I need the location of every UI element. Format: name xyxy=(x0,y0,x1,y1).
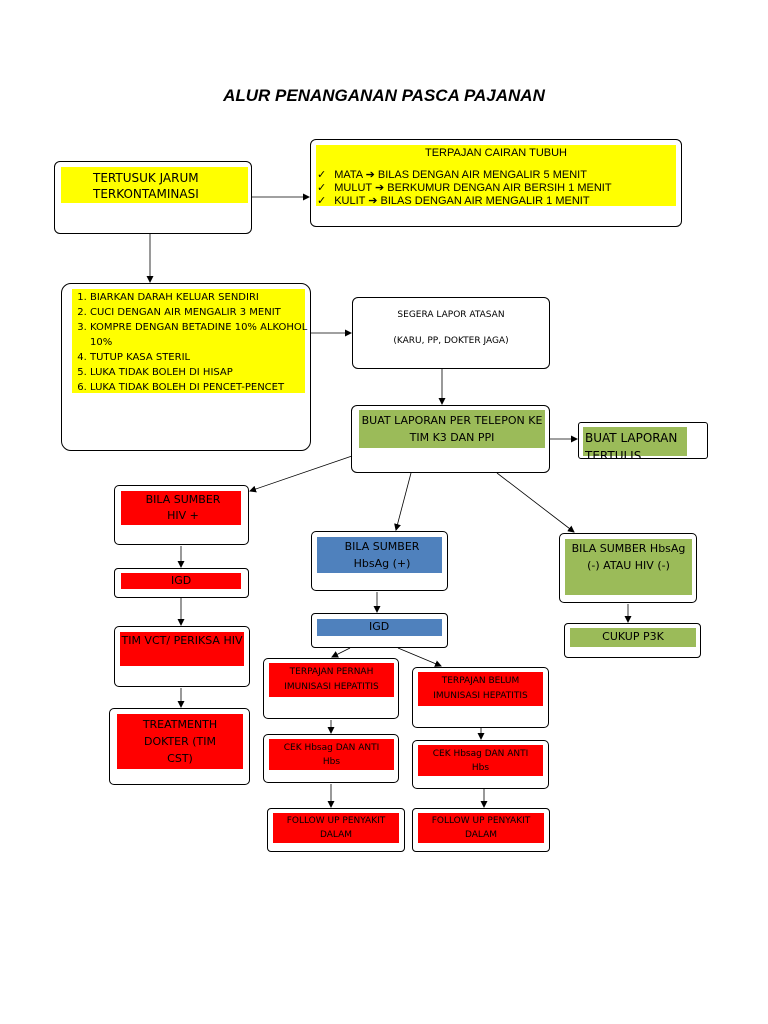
laporan-tertulis-highlight xyxy=(583,427,687,456)
sumber-negatif-highlight xyxy=(565,539,692,595)
hbsag-positive-highlight xyxy=(317,537,442,573)
hbsag-positive-label: BILA SUMBER HbsAg (+) xyxy=(344,540,420,570)
tertusuk-box: TERTUSUK JARUM TERKONTAMINASI xyxy=(54,161,252,234)
laporan-tertulis-box: BUAT LAPORAN TERTULIS xyxy=(578,422,708,459)
steps-box: BIARKAN DARAH KELUAR SENDIRI CUCI DENGAN… xyxy=(61,283,311,451)
list-item: MULUT ➔ BERKUMUR DENGAN AIR BERSIH 1 MEN… xyxy=(317,182,677,195)
cukup-p3k-label: CUKUP P3K xyxy=(602,630,664,643)
sumber-negatif-label: BILA SUMBER HbsAg (-) ATAU HIV (-) xyxy=(571,542,686,572)
hiv-igd-label: IGD xyxy=(171,574,192,587)
list-item: LUKA TIDAK BOLEH DI HISAP xyxy=(90,365,315,380)
tertusuk-highlight xyxy=(61,167,248,203)
list-item: TUTUP KASA STERIL xyxy=(90,350,315,365)
tim-vct-box: TIM VCT/ PERIKSA HIV xyxy=(114,626,250,687)
tim-vct-label: TIM VCT/ PERIKSA HIV xyxy=(121,634,243,647)
lapor-atasan-line1: SEGERA LAPOR ATASAN xyxy=(397,310,505,320)
cek-right-label: CEK Hbsag DAN ANTI Hbs xyxy=(432,749,529,773)
cukup-p3k-highlight xyxy=(570,628,696,647)
hbsag-igd-box: IGD xyxy=(311,613,448,648)
follow-up-left-box: FOLLOW UP PENYAKIT DALAM xyxy=(267,808,405,852)
pernah-imunisasi-label: TERPAJAN PERNAH IMUNISASI HEPATITIS xyxy=(284,667,379,692)
list-item: KULIT ➔ BILAS DENGAN AIR MENGALIR 1 MENI… xyxy=(317,195,677,208)
hbsag-igd-highlight xyxy=(317,619,442,636)
cek-right-box: CEK Hbsag DAN ANTI Hbs xyxy=(412,740,549,789)
belum-imunisasi-highlight xyxy=(418,672,543,706)
list-item: LUKA TIDAK BOLEH DI PENCET-PENCET xyxy=(90,380,315,395)
lapor-atasan-box: SEGERA LAPOR ATASAN (KARU, PP, DOKTER JA… xyxy=(352,297,550,369)
hbsag-igd-label: IGD xyxy=(369,620,390,633)
list-item: BIARKAN DARAH KELUAR SENDIRI xyxy=(90,290,315,305)
arrow-igd-to-belum xyxy=(397,647,442,667)
treatment-box: TREATMENTH DOKTER (TIM CST) xyxy=(109,708,250,785)
follow-up-left-highlight xyxy=(273,813,399,843)
cek-left-box: CEK Hbsag DAN ANTI Hbs xyxy=(263,734,399,783)
belum-imunisasi-label: TERPAJAN BELUM IMUNISASI HEPATITIS xyxy=(433,676,528,701)
terpajan-cairan-box: TERPAJAN CAIRAN TUBUH MATA ➔ BILAS DENGA… xyxy=(310,139,682,227)
terpajan-cairan-list: MATA ➔ BILAS DENGAN AIR MENGALIR 5 MENIT… xyxy=(317,169,677,208)
arrow-igd-to-pernah xyxy=(331,647,351,658)
tertusuk-label: TERTUSUK JARUM TERKONTAMINASI xyxy=(93,171,199,201)
steps-highlight xyxy=(72,289,305,393)
cek-left-highlight xyxy=(269,739,394,770)
cek-left-label: CEK Hbsag DAN ANTI Hbs xyxy=(283,743,380,767)
treatment-label: TREATMENTH DOKTER (TIM CST) xyxy=(142,718,218,765)
page-title: ALUR PENANGANAN PASCA PAJANAN xyxy=(223,86,545,105)
pernah-imunisasi-box: TERPAJAN PERNAH IMUNISASI HEPATITIS xyxy=(263,658,399,719)
tim-vct-highlight xyxy=(120,632,244,666)
follow-up-right-label: FOLLOW UP PENYAKIT DALAM xyxy=(431,816,531,840)
treatment-highlight xyxy=(117,714,243,769)
list-item: MATA ➔ BILAS DENGAN AIR MENGALIR 5 MENIT xyxy=(317,169,677,182)
cek-right-highlight xyxy=(418,745,543,776)
laporan-telepon-box: BUAT LAPORAN PER TELEPON KE TIM K3 DAN P… xyxy=(351,405,550,473)
follow-up-left-label: FOLLOW UP PENYAKIT DALAM xyxy=(286,816,386,840)
pernah-imunisasi-highlight xyxy=(269,663,394,697)
terpajan-cairan-heading: TERPAJAN CAIRAN TUBUH xyxy=(424,147,567,159)
laporan-telepon-label: BUAT LAPORAN PER TELEPON KE TIM K3 DAN P… xyxy=(361,414,543,444)
list-item: KOMPRE DENGAN BETADINE 10% ALKOHOL 10% xyxy=(90,320,315,350)
arrow-telepon-to-hbsag xyxy=(394,472,412,531)
lapor-atasan-line2: (KARU, PP, DOKTER JAGA) xyxy=(393,336,509,346)
cukup-p3k-box: CUKUP P3K xyxy=(564,623,701,658)
hiv-igd-highlight xyxy=(121,573,241,589)
list-item: CUCI DENGAN AIR MENGALIR 3 MENIT xyxy=(90,305,315,320)
hiv-positive-box: BILA SUMBER HIV + xyxy=(114,485,249,545)
follow-up-right-highlight xyxy=(418,813,544,843)
hiv-positive-label: BILA SUMBER HIV + xyxy=(145,493,221,522)
follow-up-right-box: FOLLOW UP PENYAKIT DALAM xyxy=(412,808,550,852)
sumber-negatif-box: BILA SUMBER HbsAg (-) ATAU HIV (-) xyxy=(559,533,697,603)
laporan-tertulis-label: BUAT LAPORAN TERTULIS xyxy=(585,431,678,459)
hbsag-positive-box: BILA SUMBER HbsAg (+) xyxy=(311,531,448,591)
hiv-positive-highlight xyxy=(121,491,241,525)
steps-list: BIARKAN DARAH KELUAR SENDIRI CUCI DENGAN… xyxy=(72,290,315,395)
hiv-igd-box: IGD xyxy=(114,568,249,598)
laporan-telepon-highlight xyxy=(359,410,545,448)
arrow-telepon-to-negatif xyxy=(496,472,575,533)
belum-imunisasi-box: TERPAJAN BELUM IMUNISASI HEPATITIS xyxy=(412,667,549,728)
arrow-telepon-to-hiv xyxy=(249,455,353,493)
